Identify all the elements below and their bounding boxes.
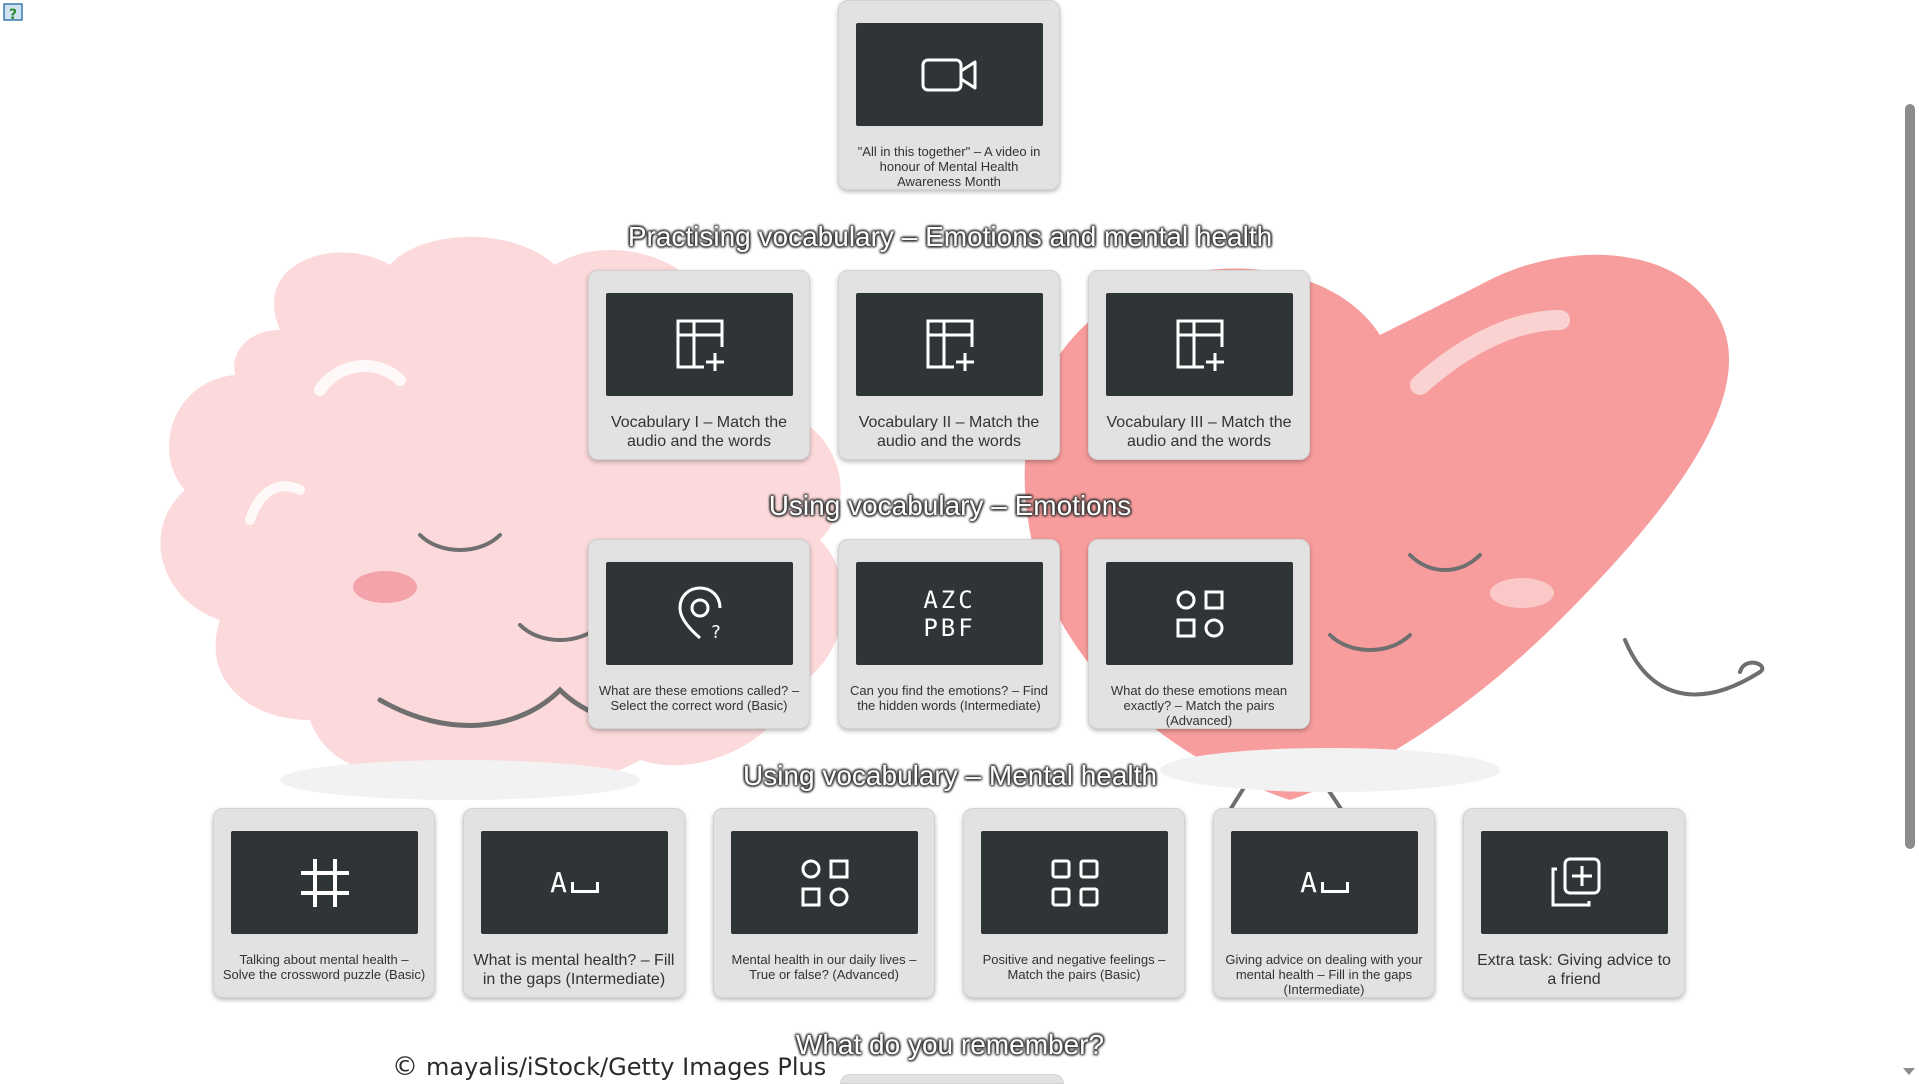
scrollbar-thumb[interactable]	[1905, 104, 1915, 849]
true-false-thumbnail	[731, 831, 918, 934]
video-tile[interactable]: "All in this together" – A video in hono…	[838, 0, 1060, 190]
emotions-select-word-tile[interactable]: ? What are these emotions called? – Sele…	[588, 539, 810, 729]
table-add-icon	[1176, 319, 1224, 371]
emotions-hidden-words-tile[interactable]: AZC PBF Can you find the emotions? – Fin…	[838, 539, 1060, 729]
extra-task-tile[interactable]: Extra task: Giving advice to a friend	[1463, 808, 1685, 998]
video-thumbnail	[856, 23, 1043, 126]
extra-task-label: Extra task: Giving advice to a friend	[1477, 952, 1671, 988]
four-squares-icon	[1051, 859, 1098, 906]
emotions-select-word-label: What are these emotions called? – Select…	[598, 683, 800, 714]
feelings-match-pairs-label: Positive and negative feelings – Match t…	[982, 952, 1166, 983]
scroll-down-arrow[interactable]	[1903, 1068, 1915, 1075]
image-copyright: © mayalis/iStock/Getty Images Plus	[392, 1052, 826, 1082]
emotions-hidden-words-label: Can you find the emotions? – Find the hi…	[849, 683, 1048, 714]
vocabulary-1-label: Vocabulary I – Match the audio and the w…	[610, 414, 788, 450]
copyright-symbol: ©	[392, 1052, 418, 1082]
true-false-label: Mental health in our daily lives – True …	[731, 952, 917, 983]
vocabulary-2-label: Vocabulary II – Match the audio and the …	[858, 414, 1040, 450]
fill-gap-icon-gap	[1320, 882, 1349, 893]
advice-fill-gaps-thumbnail: A	[1231, 831, 1418, 934]
true-false-tile[interactable]: Mental health in our daily lives – True …	[713, 808, 935, 998]
crossword-tile[interactable]: Talking about mental health – Solve the …	[213, 808, 435, 998]
add-copy-icon	[1551, 857, 1600, 906]
help-icon[interactable]: ?	[2, 2, 24, 24]
recap-tile-partial[interactable]	[840, 1074, 1064, 1084]
advice-fill-gaps-label: Giving advice on dealing with your menta…	[1225, 952, 1423, 998]
table-add-icon	[676, 319, 724, 371]
emotions-match-pairs-tile[interactable]: What do these emotions mean exactly? – M…	[1088, 539, 1310, 729]
fill-gap-icon-letter: A	[550, 866, 567, 899]
video-tile-label: "All in this together" – A video in hono…	[857, 144, 1041, 190]
letter-grid-row-1: AZC	[923, 585, 976, 614]
vocabulary-3-thumbnail	[1106, 293, 1293, 396]
svg-text:?: ?	[9, 7, 17, 23]
fill-gap-icon: A	[1300, 866, 1349, 899]
vocabulary-1-tile[interactable]: Vocabulary I – Match the audio and the w…	[588, 270, 810, 460]
crossword-label: Talking about mental health – Solve the …	[222, 952, 426, 983]
section-heading-vocabulary-practice: Practising vocabulary – Emotions and men…	[627, 221, 1273, 252]
feelings-match-pairs-tile[interactable]: Positive and negative feelings – Match t…	[963, 808, 1185, 998]
vocabulary-2-thumbnail	[856, 293, 1043, 396]
vocabulary-2-tile[interactable]: Vocabulary II – Match the audio and the …	[838, 270, 1060, 460]
section-heading-emotions: Using vocabulary – Emotions	[768, 490, 1132, 521]
section-heading-mental-health: Using vocabulary – Mental health	[742, 760, 1157, 791]
feelings-match-pairs-thumbnail	[981, 831, 1168, 934]
table-add-icon	[926, 319, 974, 371]
location-question-icon: ?	[677, 585, 721, 643]
fill-gap-icon-letter: A	[1300, 866, 1317, 899]
fill-gaps-intermediate-thumbnail: A	[481, 831, 668, 934]
vocabulary-3-tile[interactable]: Vocabulary III – Match the audio and the…	[1088, 270, 1310, 460]
emotions-hidden-words-thumbnail: AZC PBF	[856, 562, 1043, 665]
fill-gaps-intermediate-tile[interactable]: A What is mental health? – Fill in the g…	[463, 808, 685, 998]
emotions-select-word-thumbnail: ?	[606, 562, 793, 665]
copyright-text: mayalis/iStock/Getty Images Plus	[426, 1053, 827, 1081]
letter-grid-icon: AZC PBF	[923, 586, 975, 642]
video-camera-icon	[921, 58, 976, 91]
fill-gap-icon: A	[550, 866, 599, 899]
vocabulary-3-label: Vocabulary III – Match the audio and the…	[1106, 414, 1292, 450]
vocabulary-1-thumbnail	[606, 293, 793, 396]
letter-grid-row-2: PBF	[923, 613, 976, 642]
emotions-match-pairs-label: What do these emotions mean exactly? – M…	[1110, 683, 1288, 729]
crossword-thumbnail	[231, 831, 418, 934]
match-pairs-icon	[801, 859, 848, 906]
fill-gaps-intermediate-label: What is mental health? – Fill in the gap…	[473, 952, 675, 988]
emotions-match-pairs-thumbnail	[1106, 562, 1293, 665]
section-heading-recap: What do you remember?	[795, 1029, 1105, 1060]
advice-fill-gaps-tile[interactable]: A Giving advice on dealing with your men…	[1213, 808, 1435, 998]
fill-gap-icon-gap	[570, 882, 599, 893]
hashtag-icon	[300, 858, 349, 907]
match-pairs-icon	[1176, 590, 1223, 637]
svg-text:?: ?	[711, 622, 721, 643]
scrollbar-track[interactable]	[1900, 0, 1919, 1079]
extra-task-thumbnail	[1481, 831, 1668, 934]
